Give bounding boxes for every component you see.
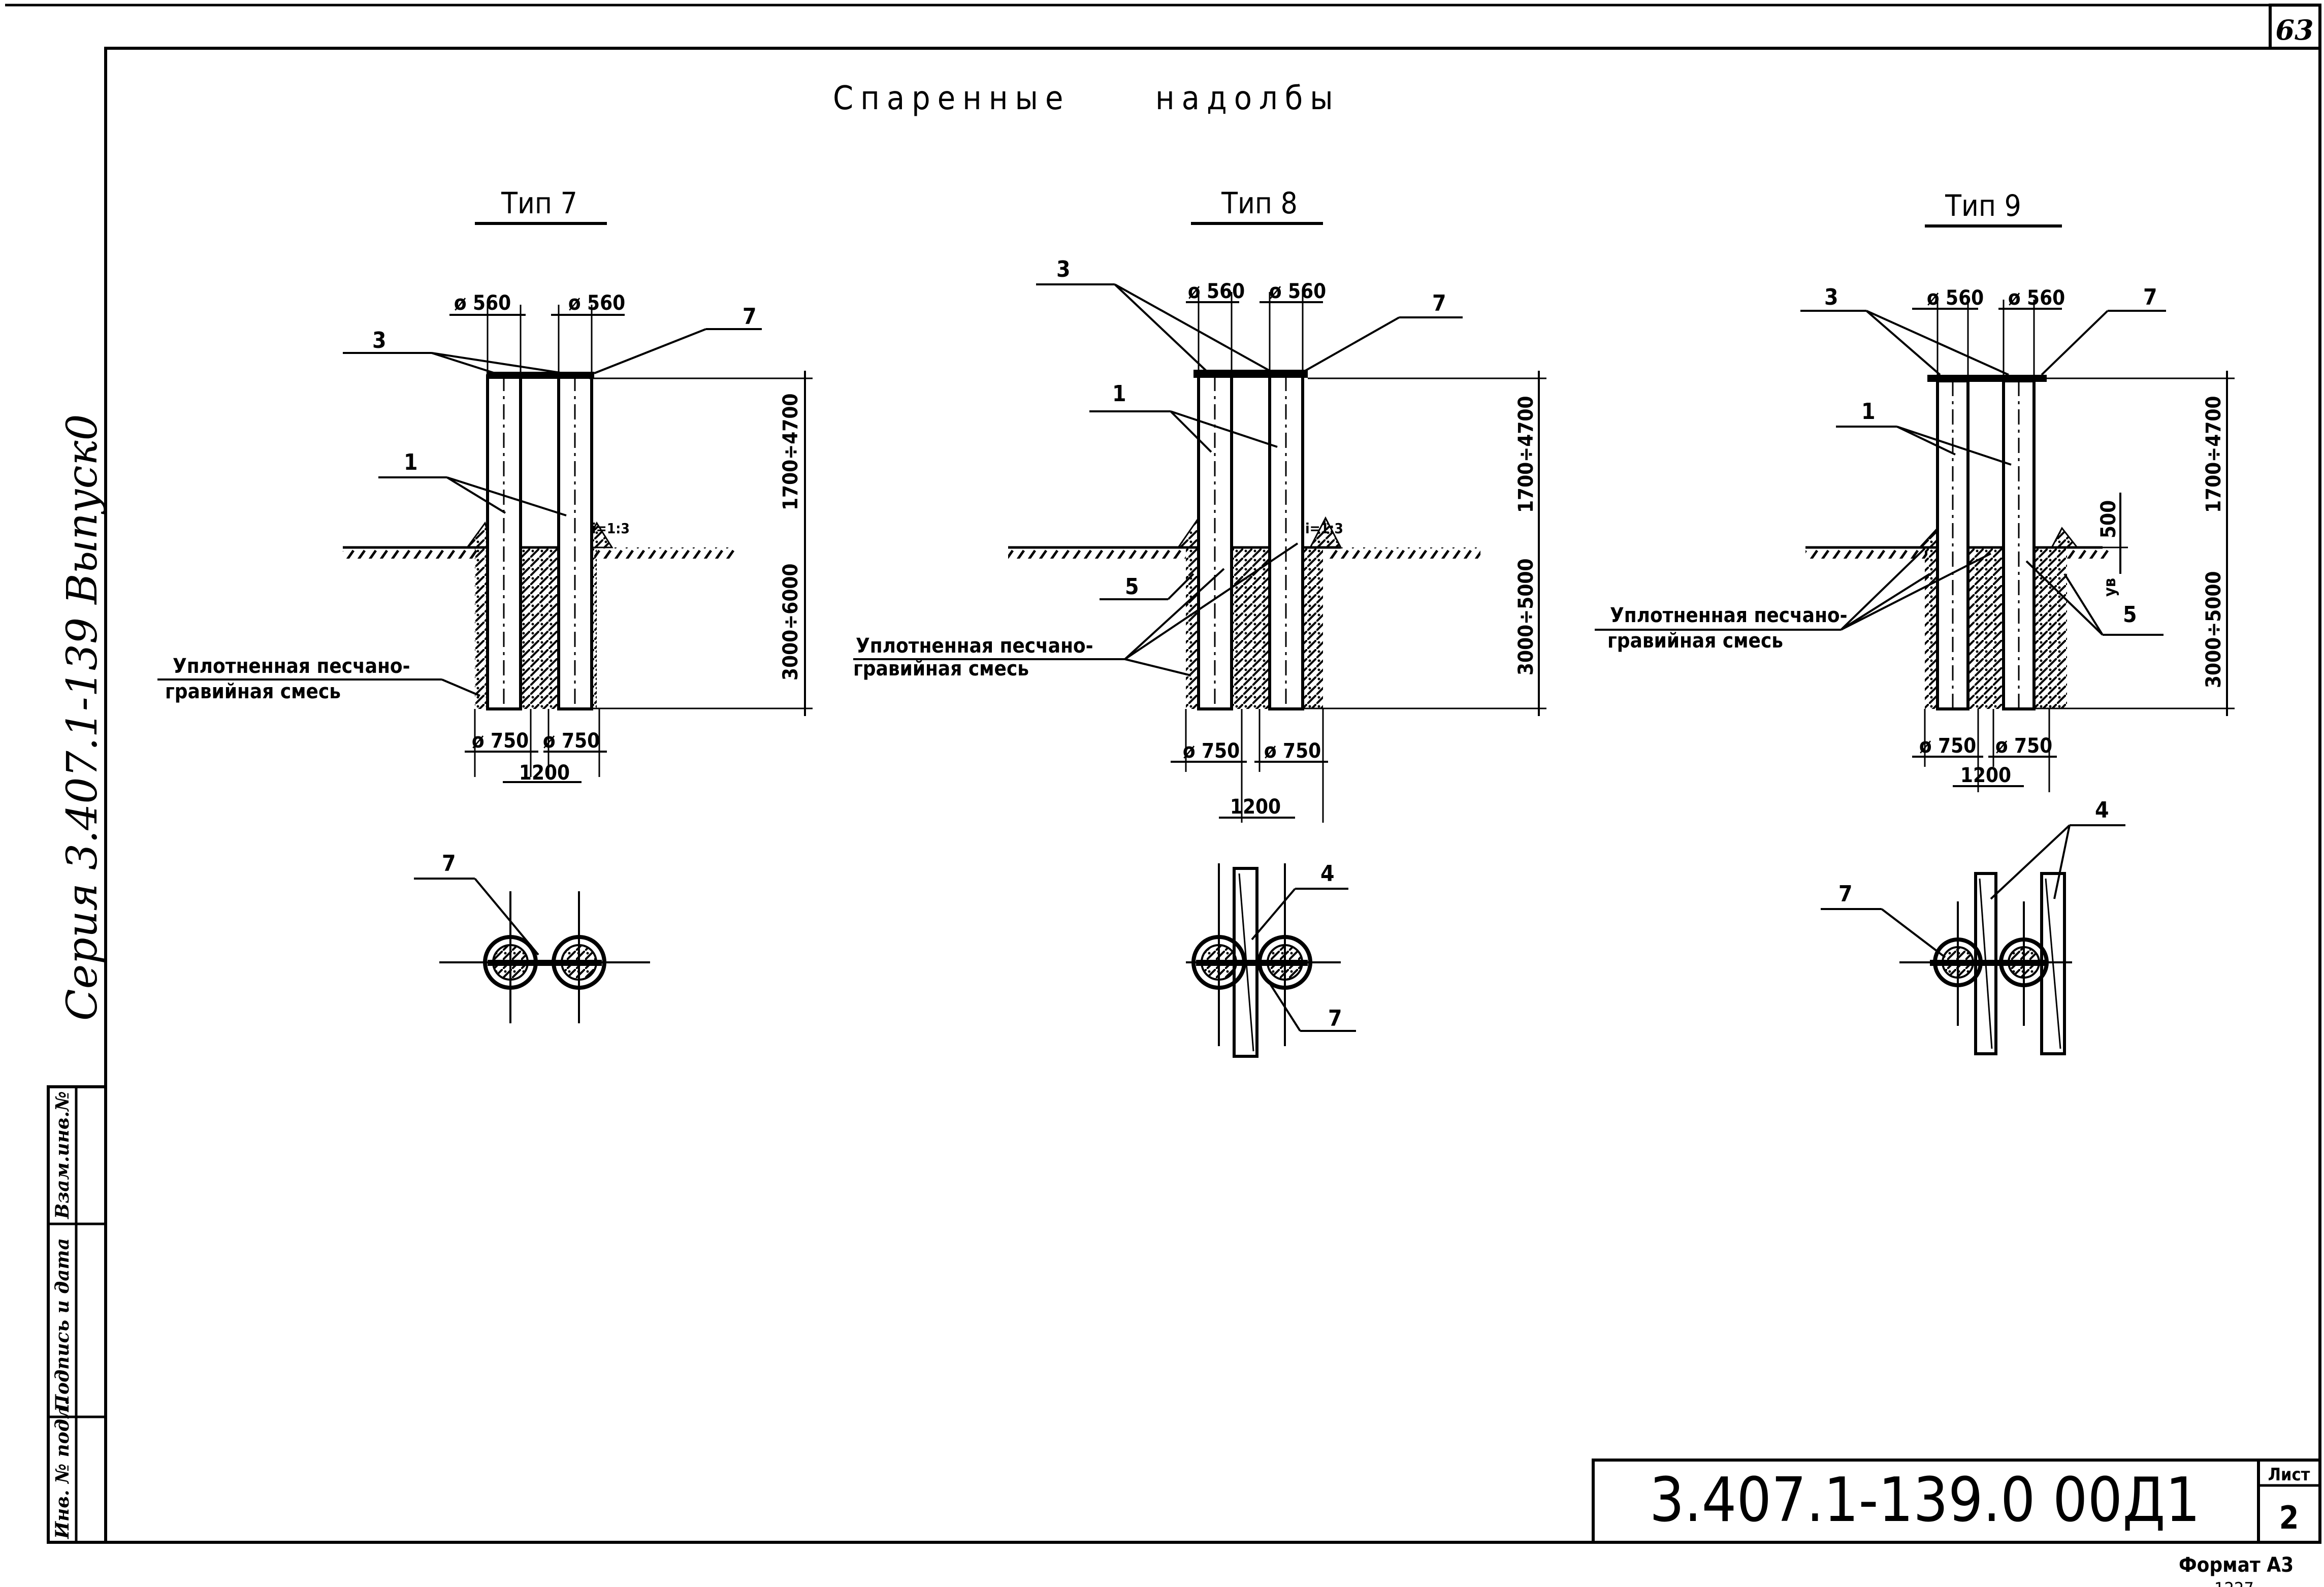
type-9-dim-small: ув (2100, 578, 2119, 597)
type-9-spacing: 1200 (1960, 764, 2011, 787)
type-7-spacing: 1200 (519, 761, 570, 785)
sheet-number: 2 (2279, 1499, 2299, 1536)
document-code: 3.407.1-139.0 00Д1 (1650, 1465, 2201, 1536)
type-8-depth-below: 3000÷5000 (1514, 559, 1538, 675)
type-8-dia-bottom-left: ø 750 (1183, 739, 1240, 763)
type-9-height-above: 1700÷4700 (2202, 396, 2225, 513)
type-7-dia-bottom-right: ø 750 (543, 729, 600, 753)
type-9-title: Тип 9 (1945, 188, 2021, 223)
type-7-plan: 7 (414, 851, 650, 1023)
type-9-plan-callout-7: 7 (1838, 881, 1853, 907)
type-9-section: Тип 9 ø 560 ø 560 1700÷4700 3000÷5000 50… (1595, 188, 2235, 1055)
type-7-slope: i=1:3 (592, 520, 630, 537)
type-8-mix-label-1: Уплотненная песчано- (856, 634, 1093, 658)
title-block: 3.407.1-139.0 00Д1 Лист 2 Формат А3 1227 (1592, 1459, 2320, 1587)
type-8-callout-1: 1 (1112, 381, 1126, 407)
type-7-section: Тип 7 ø 560 ø 560 1700÷4700 3000÷6000 (157, 186, 813, 1023)
stamp-label-vzam: Взам.инв.№ (52, 1091, 73, 1219)
sheet-label: Лист (2268, 1465, 2310, 1485)
type-7-height-above: 1700÷4700 (779, 394, 802, 510)
type-9-depth-below: 3000÷5000 (2202, 571, 2225, 688)
type-8-dia-top-left: ø 560 (1188, 280, 1245, 303)
type-8-plan: 4 7 (1186, 861, 1356, 1058)
sheet-frame: 63 (5, 4, 2321, 1544)
type-7-title: Тип 7 (501, 186, 577, 220)
type-9-dia-top-left: ø 560 (1927, 286, 1984, 310)
type-9-dia-bottom-left: ø 750 (1919, 734, 1976, 758)
stamp-label-sign: Подпись и дата (52, 1238, 73, 1412)
type-7-depth-below: 3000÷6000 (779, 564, 802, 681)
type-7-callout-3: 3 (372, 328, 386, 353)
type-7-dia-bottom-left: ø 750 (472, 729, 529, 753)
type-8-plan-callout-7: 7 (1328, 1006, 1342, 1031)
type-8-spacing: 1200 (1230, 795, 1281, 819)
sheet-corner-number: 63 (2275, 14, 2313, 46)
type-8-plan-callout-4: 4 (1320, 861, 1335, 887)
type-9-dia-top-right: ø 560 (2008, 286, 2065, 310)
type-8-dia-top-right: ø 560 (1269, 280, 1326, 303)
title-word-1: Спаренные (833, 80, 1070, 117)
type-8-section: Тип 8 ø 560 ø 560 1700÷4700 3000÷5000 ø (853, 186, 1546, 1058)
type-7-plan-callout-7: 7 (442, 851, 456, 877)
format-extra: 1227 (2214, 1579, 2254, 1587)
type-8-callout-7: 7 (1432, 290, 1446, 316)
stamp-label-inv: Инв. № подл. (52, 1399, 73, 1539)
left-stamp: Инв. № подл. Подпись и дата Взам.инв.№ С… (47, 414, 107, 1544)
type-7-callout-1: 1 (404, 449, 418, 475)
type-9-dim-500: 500 (2097, 500, 2120, 538)
type-7-dia-top-right: ø 560 (568, 292, 625, 315)
type-9-callout-7: 7 (2143, 284, 2157, 310)
type-7-mix-label-2: гравийная смесь (165, 680, 341, 703)
main-title: Спаренные надолбы (833, 80, 1340, 117)
type-9-callout-3: 3 (1824, 284, 1838, 310)
type-7-mix-label-1: Уплотненная песчано- (173, 655, 410, 678)
type-8-callout-5: 5 (1125, 574, 1139, 600)
type-9-plan-callout-4: 4 (2095, 797, 2109, 823)
type-9-plan: 4 7 (1821, 797, 2125, 1055)
type-7-callout-7: 7 (743, 304, 757, 330)
type-9-mix-label-1: Уплотненная песчано- (1610, 604, 1848, 627)
type-9-mix-label-2: гравийная смесь (1607, 629, 1783, 653)
type-8-title: Тип 8 (1221, 186, 1298, 220)
title-word-2: надолбы (1155, 80, 1340, 117)
type-7-dia-top-left: ø 560 (454, 292, 511, 315)
type-8-mix-label-2: гравийная смесь (853, 657, 1029, 681)
type-8-callout-3: 3 (1056, 256, 1071, 282)
type-8-slope: i=1:3 (1305, 520, 1343, 537)
type-9-callout-5: 5 (2123, 602, 2137, 628)
type-8-height-above: 1700÷4700 (1514, 396, 1538, 513)
series-label: Серия 3.407.1-139 Выпуск0 (58, 414, 107, 1021)
type-8-dia-bottom-right: ø 750 (1264, 739, 1321, 763)
type-9-dia-bottom-right: ø 750 (1995, 734, 2052, 758)
type-9-callout-1: 1 (1861, 399, 1876, 425)
format-label: Формат А3 (2179, 1553, 2294, 1577)
